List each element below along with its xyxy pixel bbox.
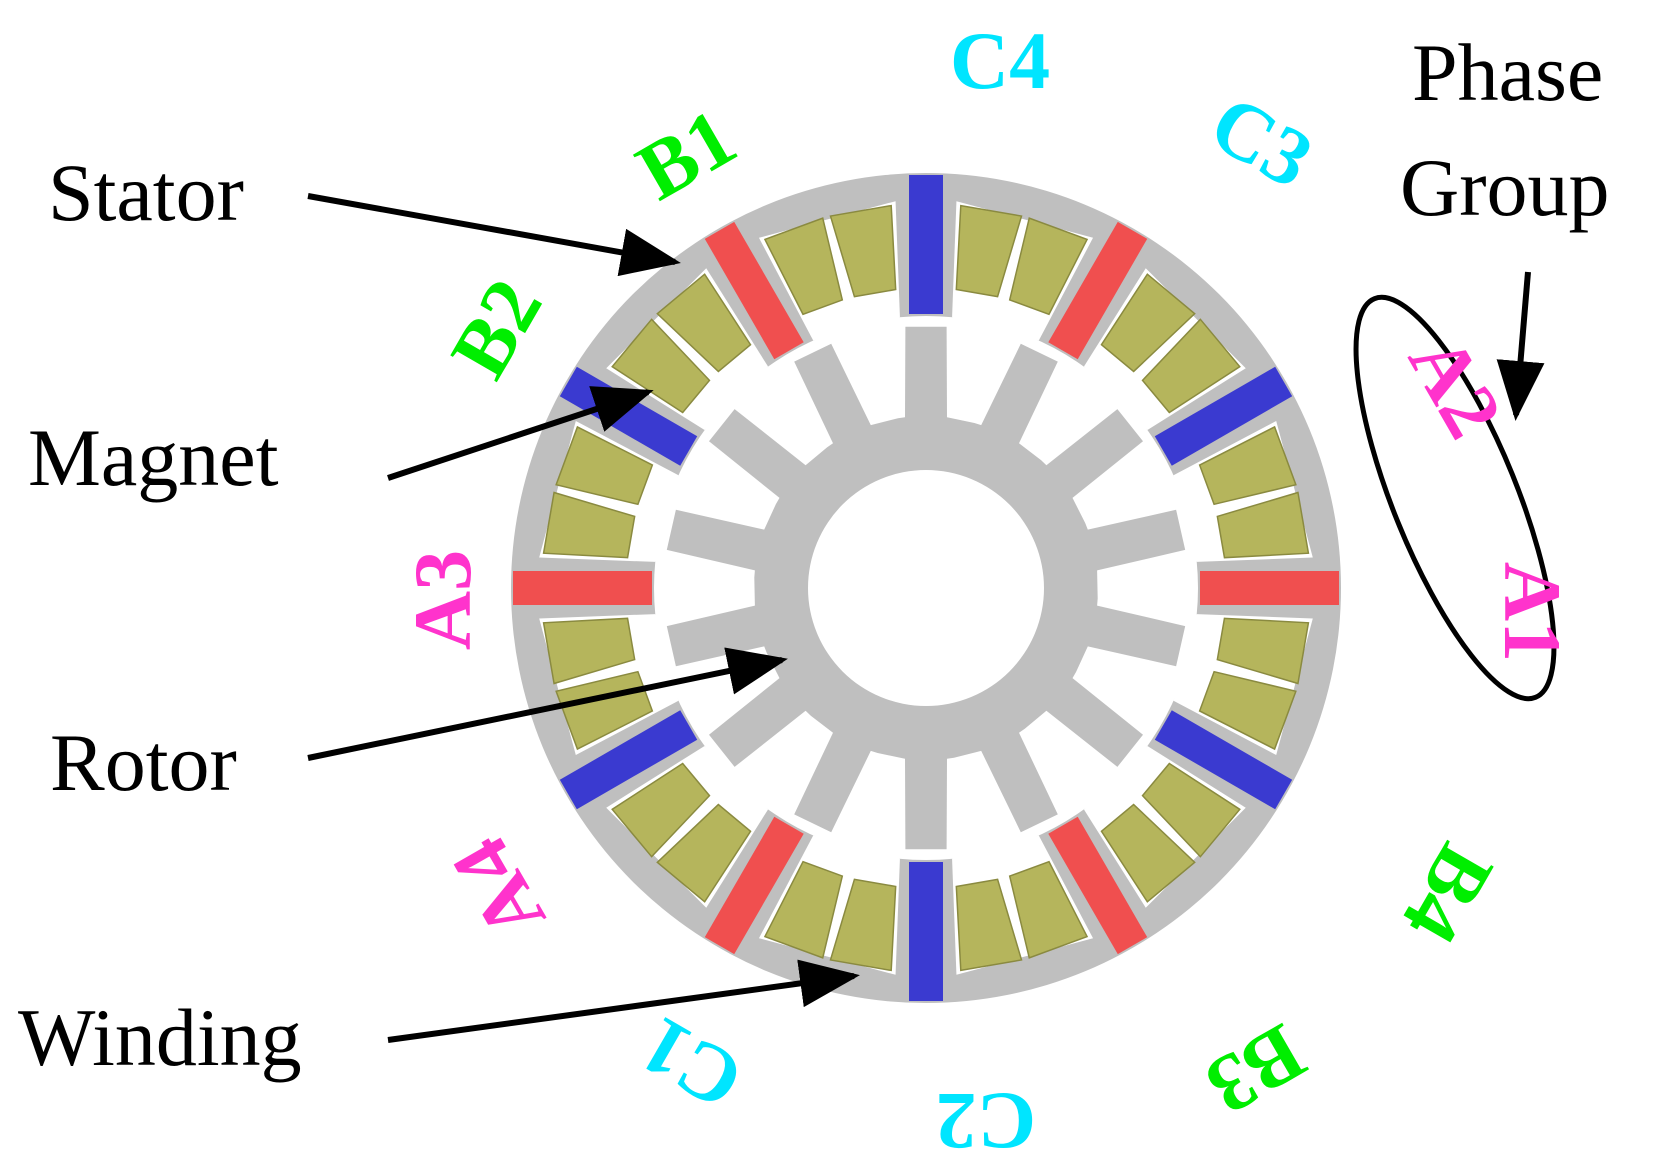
magnet xyxy=(704,221,804,360)
coil-label-c1: C1 xyxy=(625,999,757,1128)
coil-label-a3: A3 xyxy=(397,550,488,650)
magnet xyxy=(704,816,804,955)
winding xyxy=(955,204,1023,298)
winding xyxy=(1216,617,1310,685)
winding xyxy=(555,425,654,506)
winding xyxy=(1141,762,1241,858)
coil-label-a2: A2 xyxy=(1391,320,1520,452)
magnet xyxy=(909,175,943,314)
rotor-core xyxy=(666,326,1186,850)
phase-group-arrow xyxy=(1496,271,1545,421)
coil-label-c4: C4 xyxy=(950,15,1050,106)
winding xyxy=(542,617,636,685)
coil-label-a1: A1 xyxy=(1487,562,1578,662)
coil-label-b1: B1 xyxy=(622,91,750,218)
winding xyxy=(1100,273,1196,373)
winding xyxy=(1198,425,1297,506)
winding xyxy=(763,860,844,959)
magnet xyxy=(559,710,698,810)
stator xyxy=(511,173,1341,1003)
winding xyxy=(656,803,752,903)
magnet-arrow xyxy=(387,386,654,481)
coil-label-c3: C3 xyxy=(1196,77,1328,206)
winding xyxy=(542,491,636,559)
winding-arrow xyxy=(387,959,860,1043)
phase-group-ellipse xyxy=(1353,294,1557,702)
winding xyxy=(1100,803,1196,903)
winding xyxy=(1216,491,1310,559)
phase-group-label-line1: Phase xyxy=(1412,27,1603,118)
winding xyxy=(1008,217,1089,316)
coil-label-a4: A4 xyxy=(434,823,563,955)
magnet xyxy=(1200,571,1339,605)
coil-label-b2: B2 xyxy=(433,264,560,392)
rotor-arrow xyxy=(307,647,788,761)
magnet xyxy=(1154,710,1293,810)
winding xyxy=(1141,318,1241,414)
winding xyxy=(1008,860,1089,959)
magnet-label: Magnet xyxy=(28,412,279,503)
winding xyxy=(611,762,711,858)
winding xyxy=(656,273,752,373)
coil-label-b3: B3 xyxy=(1192,1006,1320,1133)
coil-label-b4: B4 xyxy=(1384,830,1511,958)
winding xyxy=(611,318,711,414)
stator-arrow xyxy=(307,193,681,277)
magnet xyxy=(1048,221,1148,360)
winding-label: Winding xyxy=(18,992,302,1083)
stator-label: Stator xyxy=(48,147,244,238)
magnet xyxy=(1154,366,1293,466)
winding xyxy=(955,878,1023,972)
winding xyxy=(763,217,844,316)
rotor xyxy=(666,326,1186,850)
coil-label-c2: C2 xyxy=(936,1076,1036,1155)
rotor-label: Rotor xyxy=(50,717,237,808)
magnet xyxy=(1048,816,1148,955)
phase-group-label-line2: Group xyxy=(1400,142,1610,233)
magnet xyxy=(513,571,652,605)
winding xyxy=(829,204,897,298)
winding xyxy=(1198,670,1297,751)
magnet xyxy=(909,862,943,1001)
